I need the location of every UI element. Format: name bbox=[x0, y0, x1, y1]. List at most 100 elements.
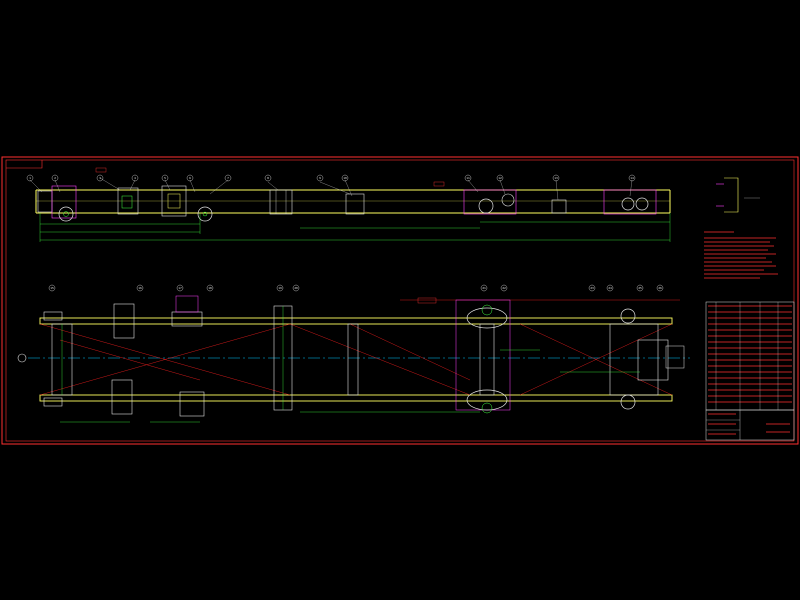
plan-upper-rail bbox=[39, 317, 673, 325]
part-balloon bbox=[96, 174, 104, 182]
part-balloon-label: 2 bbox=[54, 176, 56, 180]
wheel-bottom bbox=[466, 389, 508, 411]
right-end-plate bbox=[637, 339, 669, 381]
bracket-a-inner bbox=[121, 195, 133, 209]
part-balloon bbox=[176, 284, 184, 292]
bracket-h-box bbox=[603, 189, 657, 215]
title-block-frame bbox=[705, 409, 795, 441]
part-balloon bbox=[588, 284, 596, 292]
part-balloon bbox=[316, 174, 324, 182]
part-balloon bbox=[552, 174, 560, 182]
section-detail bbox=[716, 177, 760, 213]
part-balloon-label: 24 bbox=[608, 286, 612, 290]
sheet-border bbox=[1, 156, 799, 445]
part-balloon-label: 19 bbox=[278, 286, 282, 290]
right-end-frame bbox=[609, 323, 659, 396]
plan-dimensions bbox=[60, 349, 640, 423]
part-balloon bbox=[636, 284, 644, 292]
plan-bracket-4 bbox=[179, 391, 205, 417]
part-balloon-label: 1 bbox=[29, 176, 31, 180]
note-box-1 bbox=[95, 167, 107, 173]
thin-crossmember bbox=[347, 323, 359, 396]
plan-bracket-2b bbox=[175, 295, 199, 313]
part-balloon-label: 22 bbox=[502, 286, 506, 290]
left-lug-top bbox=[43, 311, 63, 321]
plan-lower-rail bbox=[39, 394, 673, 402]
roller-f bbox=[478, 198, 494, 214]
part-balloon-label: 11 bbox=[466, 176, 470, 180]
part-balloon-label: 5 bbox=[164, 176, 166, 180]
plan-bracket-1 bbox=[113, 303, 135, 339]
part-balloon bbox=[206, 284, 214, 292]
bracket-d bbox=[269, 189, 293, 215]
part-balloon-label: 17 bbox=[178, 286, 182, 290]
sheet-inner-border bbox=[5, 159, 795, 442]
part-balloon-label: 7 bbox=[227, 176, 229, 180]
part-balloon bbox=[224, 174, 232, 182]
part-balloon bbox=[161, 174, 169, 182]
part-balloon bbox=[264, 174, 272, 182]
part-balloon bbox=[136, 284, 144, 292]
part-balloon-label: 25 bbox=[638, 286, 642, 290]
elevation-dimensions bbox=[39, 213, 671, 242]
roller-h1 bbox=[621, 197, 635, 211]
wheel-hub-top bbox=[481, 304, 493, 316]
wheel-top bbox=[466, 307, 508, 329]
part-balloon-label: 9 bbox=[319, 176, 321, 180]
roller-f2 bbox=[501, 193, 515, 207]
wheel-hub-bottom bbox=[481, 402, 493, 414]
part-balloon-label: 15 bbox=[50, 286, 54, 290]
part-balloon bbox=[48, 284, 56, 292]
wheel-axle bbox=[479, 323, 495, 396]
right-hub-top bbox=[620, 308, 636, 324]
right-hub-bottom bbox=[620, 394, 636, 410]
elevation-view[interactable] bbox=[29, 167, 671, 242]
part-balloon-label: 10 bbox=[343, 176, 347, 180]
parts-list-rows bbox=[708, 305, 792, 403]
part-balloon bbox=[496, 174, 504, 182]
title-block-text-lines bbox=[708, 413, 790, 435]
left-lug-bottom bbox=[43, 397, 63, 407]
part-balloon-label: 13 bbox=[554, 176, 558, 180]
left-wheel-hub bbox=[63, 211, 69, 217]
part-balloon bbox=[276, 284, 284, 292]
construction-lines bbox=[39, 299, 680, 396]
part-balloon-label: 26 bbox=[658, 286, 662, 290]
parts-list[interactable] bbox=[705, 301, 795, 411]
bracket-g bbox=[551, 199, 567, 214]
part-balloon-label: 8 bbox=[267, 176, 269, 180]
left-end-block bbox=[37, 190, 53, 213]
roller-c-hub bbox=[202, 211, 208, 217]
part-balloon-label: 14 bbox=[630, 176, 634, 180]
part-balloon bbox=[656, 284, 664, 292]
part-balloon bbox=[131, 174, 139, 182]
title-block[interactable] bbox=[705, 409, 795, 441]
corner-tag bbox=[6, 160, 43, 169]
roller-c bbox=[197, 206, 213, 222]
part-balloon-label: 3 bbox=[99, 176, 101, 180]
parts-list-columns bbox=[715, 302, 779, 410]
part-balloon-label: 20 bbox=[294, 286, 298, 290]
left-bracket-box bbox=[51, 185, 77, 219]
part-balloon bbox=[186, 174, 194, 182]
part-balloon-label: 12 bbox=[498, 176, 502, 180]
bracket-a bbox=[117, 187, 139, 215]
part-balloon-label: 6 bbox=[189, 176, 191, 180]
part-balloon-label: 4 bbox=[134, 176, 136, 180]
part-balloon-label: 23 bbox=[590, 286, 594, 290]
plan-view[interactable] bbox=[17, 295, 690, 423]
note-box-2 bbox=[433, 181, 445, 187]
bracket-b-inner bbox=[167, 193, 181, 209]
left-pivot bbox=[17, 353, 27, 363]
part-balloon-label: 16 bbox=[138, 286, 142, 290]
part-balloon bbox=[628, 174, 636, 182]
part-balloon bbox=[292, 284, 300, 292]
left-wheel bbox=[58, 206, 74, 222]
right-end-detail bbox=[665, 345, 685, 369]
part-balloon bbox=[464, 174, 472, 182]
part-balloon-label: 21 bbox=[482, 286, 486, 290]
elevation-leaders bbox=[29, 177, 633, 201]
